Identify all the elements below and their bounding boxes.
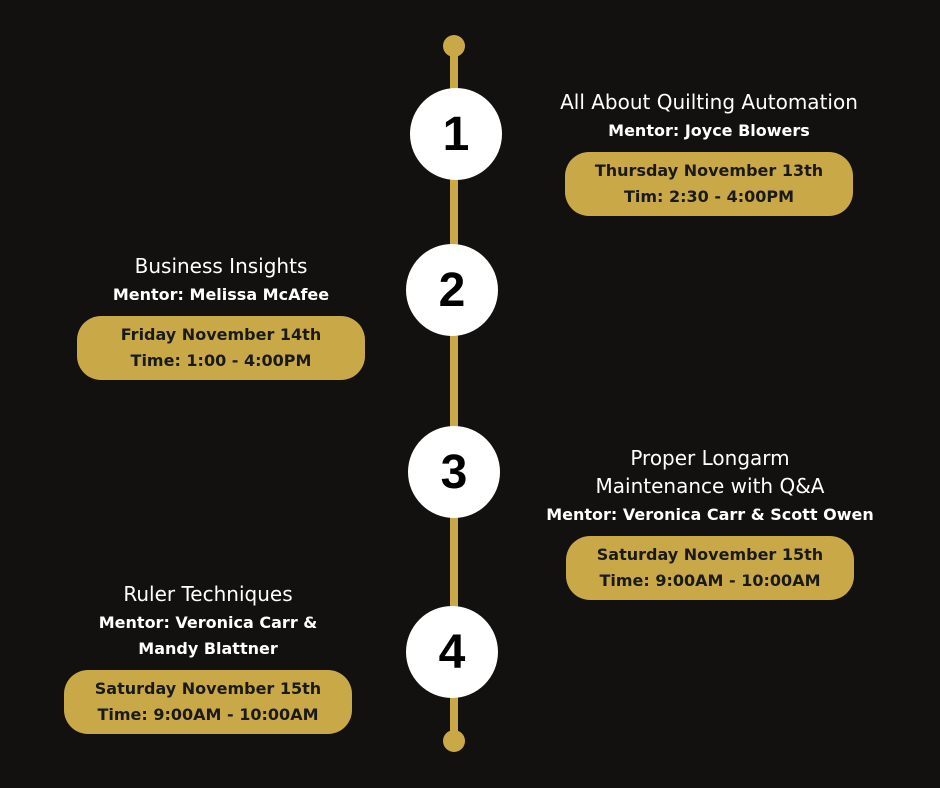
event-title: Business Insights [134,254,308,278]
event-time: Time: 9:00AM - 10:00AM [599,571,821,590]
event-time: Time: 9:00AM - 10:00AM [97,705,319,724]
step-number-1: 1 [410,88,502,180]
timeline-line [450,46,458,741]
event-time: Time: 1:00 - 4:00PM [130,351,312,370]
step-number-3: 3 [408,426,500,518]
step-number-4: 4 [406,606,498,698]
event-time: Tim: 2:30 - 4:00PM [623,187,795,206]
event-schedule: Saturday November 15th Time: 9:00AM - 10… [566,536,854,600]
event-1: All About Quilting Automation Mentor: Jo… [540,88,878,216]
event-schedule: Saturday November 15th Time: 9:00AM - 10… [64,670,352,734]
event-title: Proper Longarm Maintenance with Q&A [595,446,825,498]
event-date: Thursday November 13th [594,161,824,180]
event-3: Proper Longarm Maintenance with Q&A Ment… [540,444,880,600]
event-mentor: Mentor: Veronica Carr & Scott Owen [546,505,874,524]
event-title: All About Quilting Automation [560,90,858,114]
event-title: Ruler Techniques [123,582,293,606]
event-date: Friday November 14th [120,325,322,344]
timeline-start-dot [443,35,465,57]
step-number-2: 2 [406,244,498,336]
event-2: Business Insights Mentor: Melissa McAfee… [60,252,382,380]
event-date: Saturday November 15th [596,545,824,564]
event-4: Ruler Techniques Mentor: Veronica Carr &… [60,580,356,734]
event-schedule: Friday November 14th Time: 1:00 - 4:00PM [77,316,365,380]
event-schedule: Thursday November 13th Tim: 2:30 - 4:00P… [565,152,853,216]
event-mentor: Mentor: Veronica Carr & Mandy Blattner [98,613,318,658]
event-date: Saturday November 15th [94,679,322,698]
event-mentor: Mentor: Melissa McAfee [112,285,330,304]
event-mentor: Mentor: Joyce Blowers [608,121,810,140]
timeline-end-dot [443,730,465,752]
